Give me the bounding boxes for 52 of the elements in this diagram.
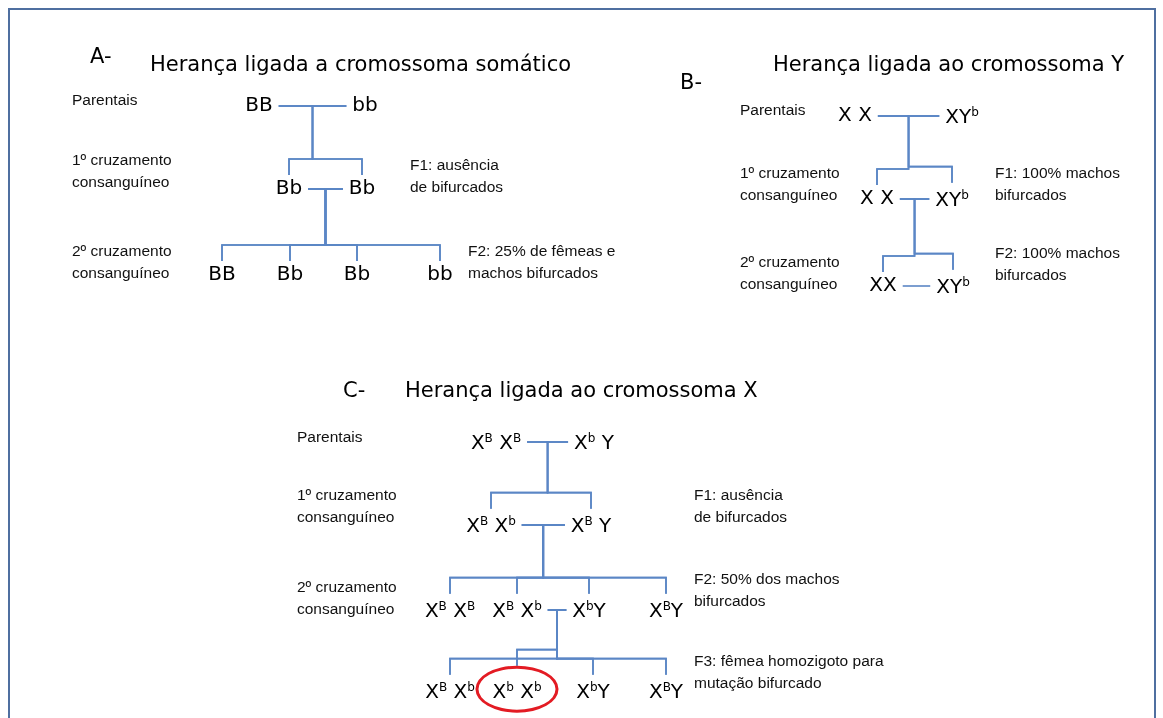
descent-line <box>546 441 592 510</box>
row-label: Parentais <box>297 427 363 447</box>
row-label: F3: fêmea homozigoto para mutação bifurcado <box>694 651 885 693</box>
genotype-label: XX <box>863 272 903 296</box>
genotype-label: X X <box>854 185 900 209</box>
section-title: Herança ligada ao cromossoma Y <box>773 52 1125 76</box>
row-label: F1: 100% machos bifurcados <box>995 163 1121 205</box>
mating-line <box>901 285 932 287</box>
genotype-label: BB <box>239 92 279 116</box>
row-label: 1º cruzamento consanguíneo <box>740 163 841 205</box>
descent-line <box>913 198 954 271</box>
section-title: Herança ligada ao cromossoma X <box>405 378 758 402</box>
descent-line <box>311 105 363 176</box>
genotype-label: XY$^{b}$ <box>939 99 985 129</box>
row-label: 1º cruzamento consanguíneo <box>72 150 173 192</box>
genotype-label: X$^{b}$Y <box>570 674 616 704</box>
panel-letter: A- <box>90 44 112 68</box>
panel-letter: C- <box>343 378 366 402</box>
genotype-label: X$^{B}$Y <box>642 593 690 623</box>
row-label: Parentais <box>72 90 138 110</box>
genotype-label: bb <box>346 92 384 116</box>
circled-genotype: X$^{b}$ X$^{b}$ <box>475 665 559 713</box>
genotype-label: Bb <box>337 261 377 285</box>
row-label: F1: ausência de bifurcados <box>694 485 789 527</box>
genotype-label: Bb <box>342 175 382 199</box>
genotype-label: bb <box>421 261 459 285</box>
panel-letter: B- <box>680 70 702 94</box>
genotype-label: X$^{B}$ X$^{b}$ <box>486 593 548 623</box>
section-title: Herança ligada a cromossoma somático <box>150 52 572 76</box>
genotype-label: X$^{B}$ X$^{b}$ <box>460 508 522 538</box>
row-label: F1: ausência de bifurcados <box>410 155 505 197</box>
descent-line <box>907 115 953 184</box>
genotype-label: X X <box>832 102 878 126</box>
row-label: 1º cruzamento consanguíneo <box>297 485 398 527</box>
genotype-label: BB <box>202 261 242 285</box>
genotype-label: Bb <box>269 175 309 199</box>
genotype-label: X$^{b}$Y <box>566 593 612 623</box>
row-label: 2º cruzamento consanguíneo <box>72 241 173 283</box>
genotype-label: X$^{B}$Y <box>642 674 690 704</box>
row-label: 2º cruzamento consanguíneo <box>297 577 398 619</box>
row-label: F2: 25% de fêmeas e machos bifurcados <box>468 241 617 283</box>
row-label: Parentais <box>740 100 806 120</box>
genotype-label: XY$^{b}$ <box>929 182 975 212</box>
row-label: 2º cruzamento consanguíneo <box>740 252 841 294</box>
genotype-label: Bb <box>270 261 310 285</box>
genotype-label: XY$^{b}$ <box>930 269 976 299</box>
genotype-label: X$^{b}$ Y <box>568 425 620 455</box>
row-label: F2: 100% machos bifurcados <box>995 243 1121 285</box>
row-label: F2: 50% dos machos bifurcados <box>694 569 841 611</box>
genotype-label: X$^{B}$ X$^{B}$ <box>464 425 528 455</box>
genotype-label: X$^{B}$ Y <box>564 508 618 538</box>
genotype-label: X$^{B}$ X$^{B}$ <box>418 593 482 623</box>
